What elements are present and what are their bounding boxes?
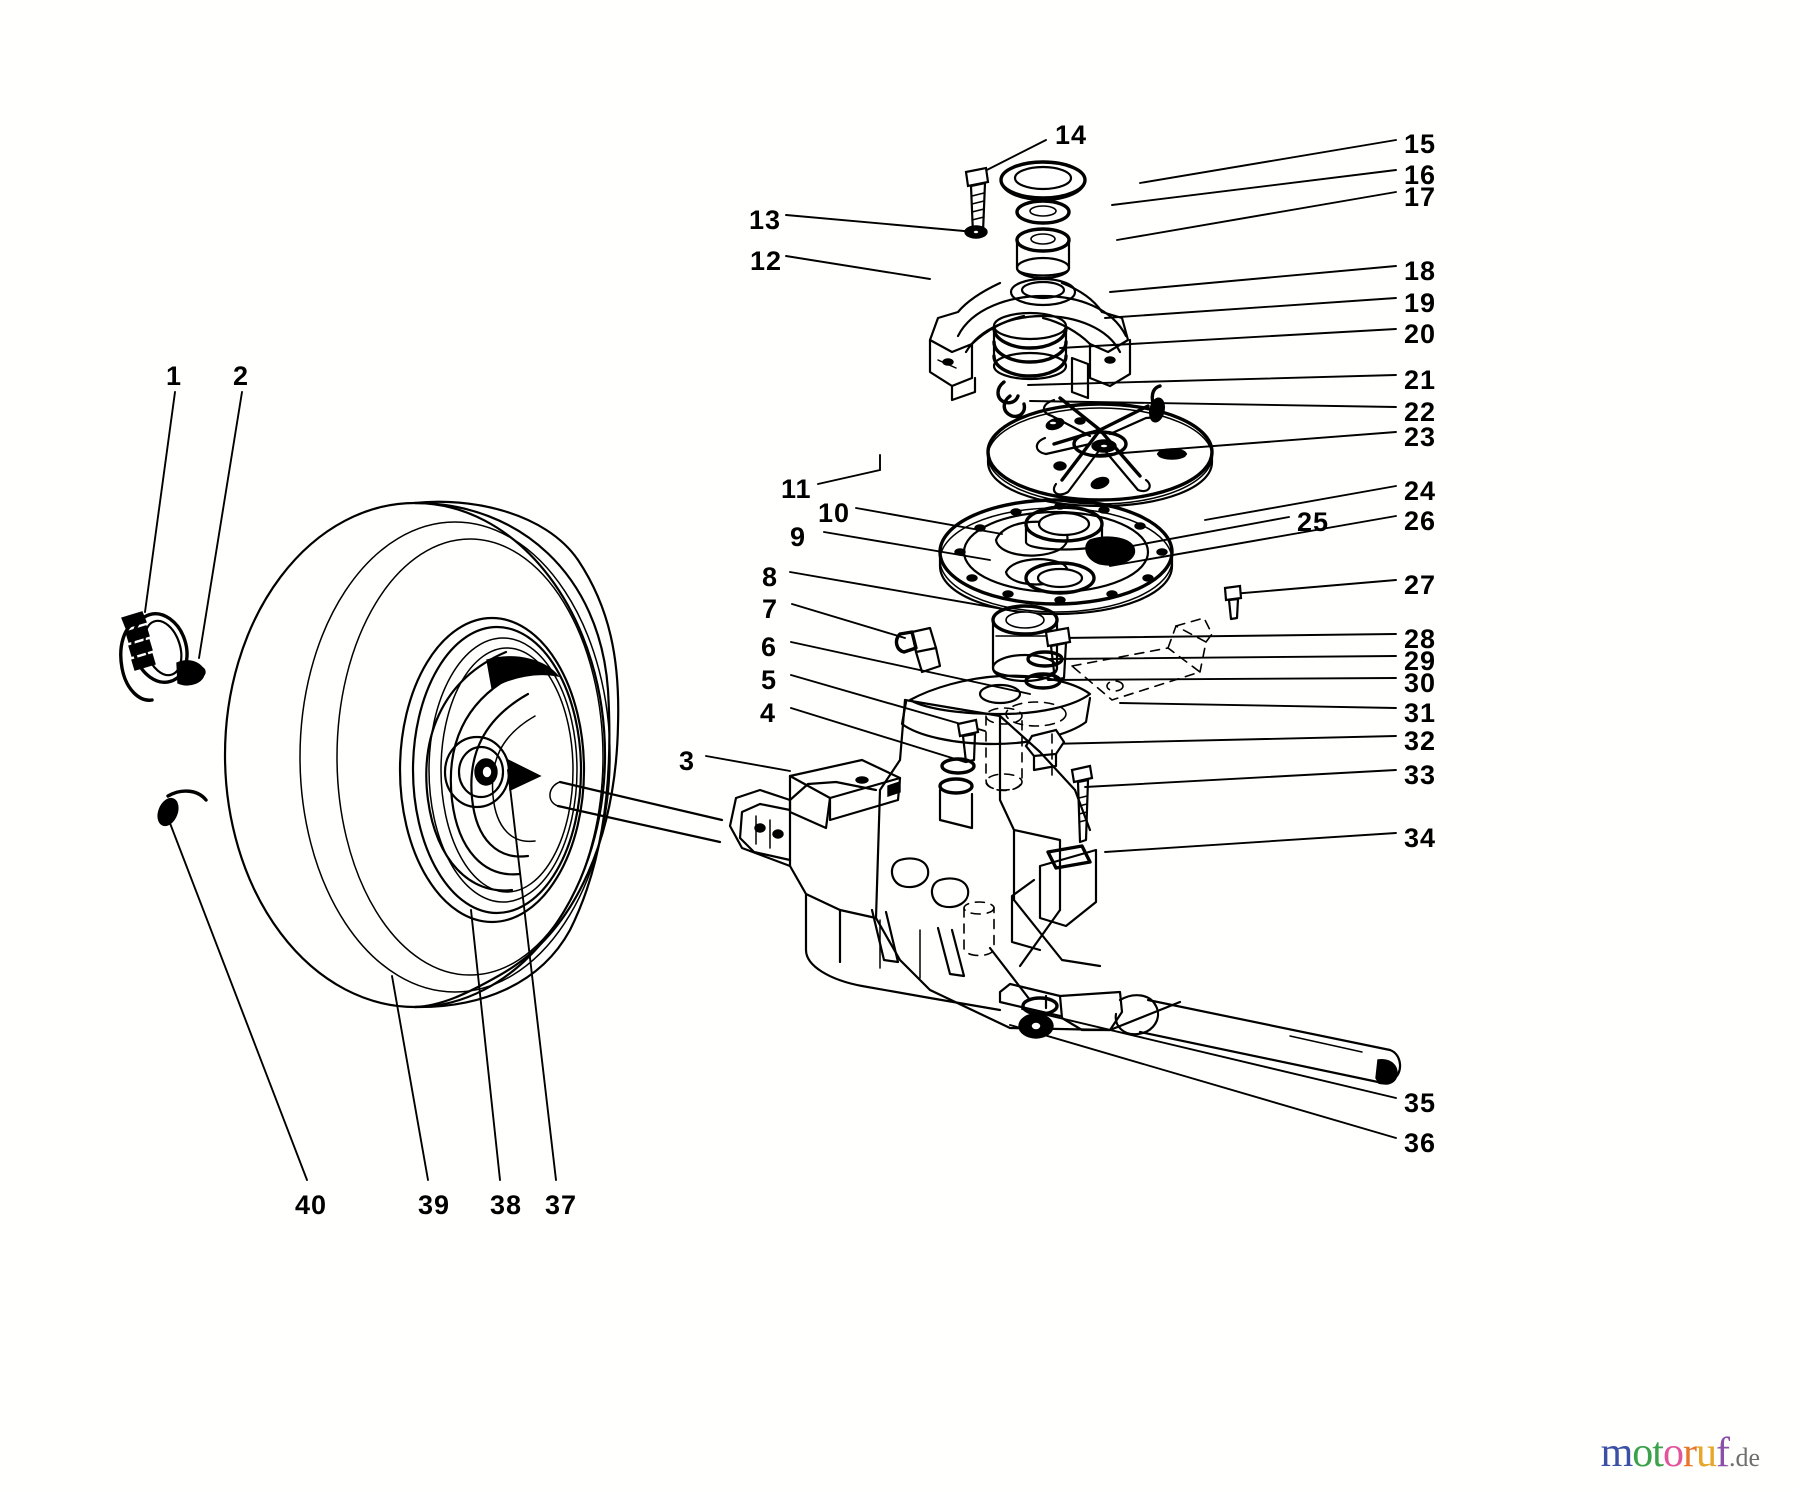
wheel-rim xyxy=(398,616,586,924)
callout-number-18: 18 xyxy=(1404,256,1437,286)
rear-axle-tube xyxy=(998,982,1402,1085)
callout-number-20: 20 xyxy=(1404,319,1437,349)
callout-number-16: 16 xyxy=(1404,160,1437,190)
callout-number-29: 29 xyxy=(1404,646,1437,676)
fastener-group xyxy=(1024,584,1243,844)
watermark-letter-r-4: r xyxy=(1682,1430,1697,1476)
spindle-stack xyxy=(964,160,1087,307)
callout-number-28: 28 xyxy=(1404,624,1437,654)
callout-number-35: 35 xyxy=(1404,1088,1437,1118)
watermark-letter-m-0: m xyxy=(1600,1430,1634,1476)
watermark-suffix: .de xyxy=(1728,1443,1760,1472)
callout-number-13: 13 xyxy=(749,205,782,235)
callout-number-11: 11 xyxy=(781,474,812,504)
callout-number-25: 25 xyxy=(1297,507,1330,537)
compression-spring xyxy=(992,311,1068,381)
callout-number-33: 33 xyxy=(1404,760,1437,790)
callout-number-2: 2 xyxy=(233,361,250,391)
callout-number-31: 31 xyxy=(1404,698,1437,728)
callout-number-9: 9 xyxy=(790,522,807,552)
callout-number-38: 38 xyxy=(490,1190,523,1220)
callout-number-30: 30 xyxy=(1404,668,1437,698)
callout-number-36: 36 xyxy=(1404,1128,1437,1158)
mount-hardware xyxy=(938,718,980,830)
callout-number-15: 15 xyxy=(1404,129,1437,159)
callout-number-17: 17 xyxy=(1404,182,1437,212)
callout-number-34: 34 xyxy=(1404,823,1437,853)
callout-number-22: 22 xyxy=(1404,397,1437,427)
transaxle-housing xyxy=(728,698,1182,1032)
watermark-letter-o-1: o xyxy=(1632,1430,1653,1476)
spindle-arm-yoke xyxy=(928,281,1132,402)
tire-valve-stem xyxy=(157,789,208,827)
leader-lines-right xyxy=(1009,139,1397,1139)
callout-number-40: 40 xyxy=(295,1190,328,1220)
callout-number-3: 3 xyxy=(679,746,696,776)
callout-number-21: 21 xyxy=(1404,365,1437,395)
grease-fitting xyxy=(894,626,942,674)
watermark-letter-u-5: u xyxy=(1695,1430,1717,1476)
callout-number-27: 27 xyxy=(1404,570,1437,600)
callout-number-14: 14 xyxy=(1055,120,1088,150)
callout-number-8: 8 xyxy=(762,562,779,592)
callout-number-23: 23 xyxy=(1404,422,1437,452)
spindle-hub-plate xyxy=(938,498,1174,616)
hose-clamp xyxy=(119,611,206,702)
callout-number-1: 1 xyxy=(166,361,183,391)
callout-number-24: 24 xyxy=(1404,476,1437,506)
watermark-letter-t-2: t xyxy=(1652,1430,1664,1476)
callout-number-26: 26 xyxy=(1404,506,1437,536)
motoruf-watermark: motoruf.de xyxy=(1601,1432,1760,1474)
deck-plate-disc xyxy=(986,384,1214,508)
transaxle-front-snout xyxy=(738,758,902,862)
callout-number-10: 10 xyxy=(818,498,851,528)
callout-number-4: 4 xyxy=(760,698,777,728)
callout-number-6: 6 xyxy=(761,632,778,662)
front-axle-shaft xyxy=(549,780,724,844)
watermark-letter-f-6: f xyxy=(1715,1430,1730,1476)
callout-number-39: 39 xyxy=(418,1190,451,1220)
callout-number-32: 32 xyxy=(1404,726,1437,756)
callout-number-19: 19 xyxy=(1404,288,1437,318)
tire-assembly xyxy=(223,500,620,1009)
retainer-clip xyxy=(996,380,1027,419)
callout-number-5: 5 xyxy=(761,665,778,695)
axle-support-plate xyxy=(900,674,1092,746)
callout-number-7: 7 xyxy=(762,594,779,624)
watermark-letter-o-3: o xyxy=(1662,1430,1684,1476)
callout-number-12: 12 xyxy=(750,246,783,276)
callout-number-37: 37 xyxy=(545,1190,578,1220)
